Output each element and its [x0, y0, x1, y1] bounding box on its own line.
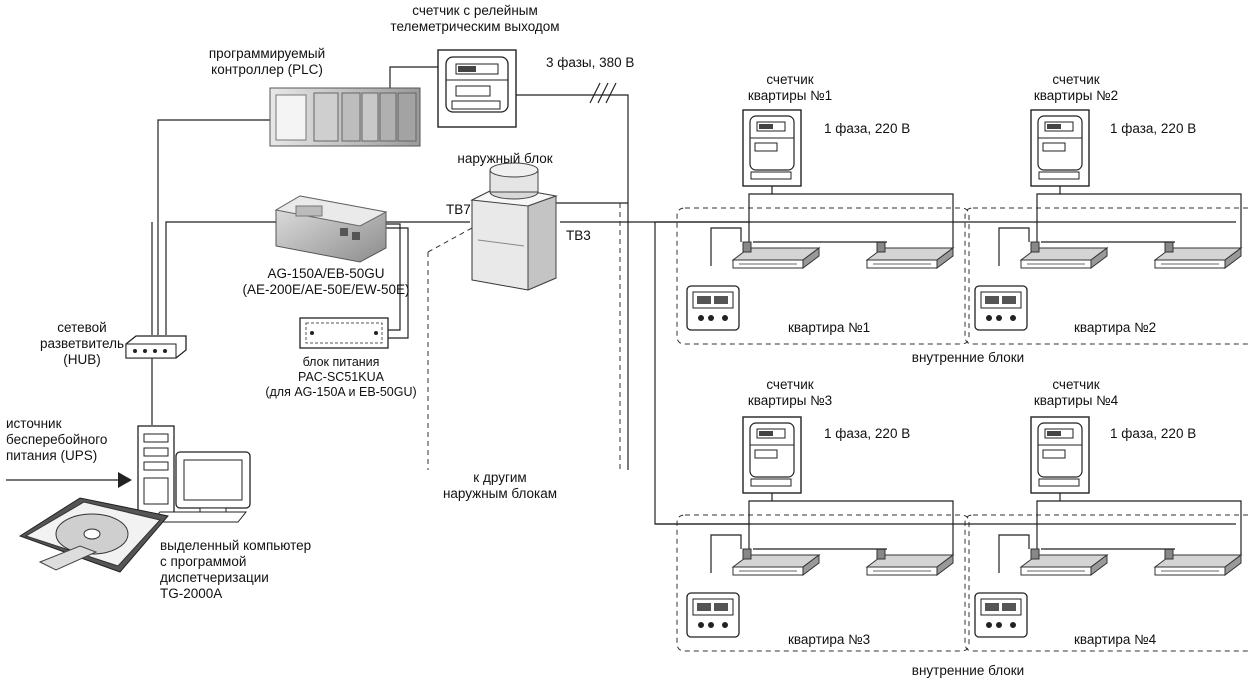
wire-ag-tb7 — [385, 223, 401, 331]
wire-ag-hub — [165, 221, 276, 335]
apartment-1-phase-label: 1 фаза, 220 В — [824, 121, 911, 136]
apartment-4-phase-label: 1 фаза, 220 В — [1110, 426, 1197, 441]
apartment-1 — [676, 109, 970, 345]
hub-label: сетевой разветвитель (HUB) — [39, 320, 125, 367]
three-phase-label: 3 фазы, 380 В — [546, 55, 635, 70]
apartment-enclosure — [676, 207, 970, 345]
indoor-units-label-top: внутренние блоки — [911, 350, 1025, 365]
other-outdoor-label: к другим наружным блокам — [442, 470, 558, 501]
outdoor-unit — [470, 162, 558, 291]
power-supply — [299, 317, 389, 349]
ag-model-label: AG-150A/EB-50GU (AE-200E/AE-50E/EW-50E) — [242, 266, 410, 297]
apartment-3-meter-label: счетчик квартиры №3 — [747, 377, 833, 408]
wire-plc-meter — [389, 66, 438, 92]
outdoor-unit-label: наружный блок — [457, 151, 553, 166]
apartment-2-name: квартира №2 — [1074, 320, 1157, 335]
apartment-enclosure — [964, 207, 1251, 345]
software-disc — [18, 497, 169, 573]
apartment-1-meter-label: счетчик квартиры №1 — [747, 72, 833, 103]
relay-meter — [437, 49, 517, 128]
apartment-2-meter-label: счетчик квартиры №2 — [1033, 72, 1119, 103]
power-supply-label: блок питания PAC-SC51KUA (для AG-150A и … — [265, 355, 417, 399]
apartment-2-phase-label: 1 фаза, 220 В — [1110, 121, 1197, 136]
apartment-1-name: квартира №1 — [788, 320, 871, 335]
apartment-3-name: квартира №3 — [788, 632, 871, 647]
tb3-label: TB3 — [566, 228, 591, 243]
apartment-3-phase-label: 1 фаза, 220 В — [824, 426, 911, 441]
apartment-4 — [964, 416, 1251, 652]
apartment-4-name: квартира №4 — [1074, 632, 1157, 647]
ag150-controller — [274, 195, 388, 263]
pc-label: выделенный компьютер с программой диспет… — [160, 538, 312, 601]
plc-device — [269, 87, 421, 147]
wire-three-phase — [515, 94, 629, 470]
network-hub — [125, 335, 187, 359]
apartment-3 — [676, 416, 970, 652]
apartment-enclosure — [964, 514, 1251, 652]
relay-meter-label: счетчик с релейным телеметрическим выход… — [390, 3, 560, 34]
plc-label: программируемый контроллер (PLC) — [208, 46, 326, 77]
apartment-enclosure — [676, 514, 970, 652]
apartment-2 — [964, 109, 1251, 345]
wire-plc-hub — [157, 119, 270, 335]
ups-label: источник бесперебойного питания (UPS) — [6, 416, 108, 463]
tb7-label: TB7 — [446, 202, 471, 217]
dashed-other-outdoor — [427, 203, 621, 470]
indoor-units-label-bottom: внутренние блоки — [911, 663, 1025, 678]
ups-arrow — [6, 472, 132, 488]
apartment-4-meter-label: счетчик квартиры №4 — [1033, 377, 1119, 408]
computer-workstation — [137, 425, 251, 523]
